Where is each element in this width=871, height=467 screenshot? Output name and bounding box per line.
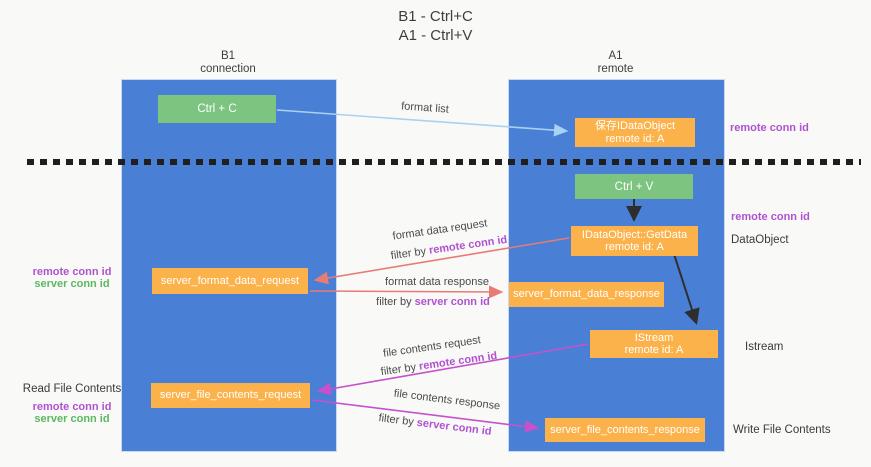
server-file-contents-request-label: server_file_contents_request xyxy=(159,389,302,402)
write-file-contents-annotation: Write File Contents xyxy=(733,424,831,436)
left-conn-id-group-top: remote conn id server conn id xyxy=(17,266,127,290)
dataobject-annotation: DataObject xyxy=(731,234,789,246)
arrow-format-data-response xyxy=(309,285,504,299)
phase-separator-dashed-line xyxy=(27,159,861,165)
server-conn-id-text: server conn id xyxy=(416,416,493,438)
title-line-2: A1 - Ctrl+V xyxy=(398,27,473,44)
save-idataobject-line2: remote id: A xyxy=(605,132,665,145)
save-idataobject-box: 保存IDataObject remote id: A xyxy=(575,118,695,147)
remote-conn-id-annotation-left-bottom: remote conn id xyxy=(32,401,112,413)
file-contents-response-label: file contents response xyxy=(393,387,501,413)
ctrl-v-box: Ctrl + V xyxy=(575,174,693,199)
istream-line1: IStream xyxy=(634,331,674,344)
right-column-role: remote xyxy=(597,63,634,75)
left-conn-id-group-bottom: remote conn id server conn id xyxy=(17,401,127,425)
idataobject-getdata-box: IDataObject::GetData remote id: A xyxy=(571,226,698,256)
ctrl-c-box: Ctrl + C xyxy=(158,95,276,123)
server-format-data-response-box: server_format_data_response xyxy=(509,282,664,307)
filter-by-server-conn-id-label-2: filter by server conn id xyxy=(378,412,492,438)
title-line-1: B1 - Ctrl+C xyxy=(398,8,473,25)
server-file-contents-request-box: server_file_contents_request xyxy=(151,383,310,408)
ctrl-c-label: Ctrl + C xyxy=(197,103,237,115)
server-file-contents-response-box: server_file_contents_response xyxy=(545,418,705,442)
right-column-name: A1 xyxy=(608,50,623,62)
filter-by-text: filter by xyxy=(377,412,418,429)
format-data-response-label: format data response xyxy=(385,276,489,288)
server-file-contents-response-label: server_file_contents_response xyxy=(550,423,700,436)
right-column-header: A1 remote xyxy=(508,50,723,76)
filter-by-text: filter by xyxy=(390,244,430,263)
server-conn-id-annotation-left-bottom: server conn id xyxy=(34,413,110,425)
left-column-role: connection xyxy=(200,63,256,75)
remote-conn-id-annotation-mid: remote conn id xyxy=(731,211,810,223)
idataobject-getdata-line2: remote id: A xyxy=(605,241,664,253)
remote-conn-id-annotation-left-top: remote conn id xyxy=(32,266,112,278)
filter-by-text: filter by xyxy=(376,296,415,308)
diagram-title: B1 - Ctrl+C A1 - Ctrl+V xyxy=(0,7,871,45)
server-conn-id-annotation-left-top: server conn id xyxy=(34,278,110,290)
read-file-contents-annotation: Read File Contents xyxy=(22,383,122,395)
istream-line2: remote id: A xyxy=(624,344,684,356)
remote-conn-id-text: remote conn id xyxy=(428,233,508,257)
server-format-data-response-label: server_format_data_response xyxy=(513,288,660,301)
left-column-name: B1 xyxy=(220,50,236,62)
istream-box: IStream remote id: A xyxy=(590,330,718,358)
server-format-data-request-box: server_format_data_request xyxy=(152,268,308,294)
filter-by-server-conn-id-label-1: filter by server conn id xyxy=(376,296,490,308)
format-list-label: format list xyxy=(400,100,450,116)
idataobject-getdata-line1: IDataObject::GetData xyxy=(581,228,688,241)
server-format-data-request-label: server_format_data_request xyxy=(160,274,300,287)
server-conn-id-text: server conn id xyxy=(414,296,490,308)
remote-conn-id-annotation-top: remote conn id xyxy=(730,122,809,134)
left-column-header: B1 connection xyxy=(121,50,335,76)
ctrl-v-label: Ctrl + V xyxy=(614,180,654,193)
save-idataobject-line1: 保存IDataObject xyxy=(594,120,676,132)
filter-by-text: filter by xyxy=(380,360,420,379)
istream-annotation: Istream xyxy=(745,341,784,353)
